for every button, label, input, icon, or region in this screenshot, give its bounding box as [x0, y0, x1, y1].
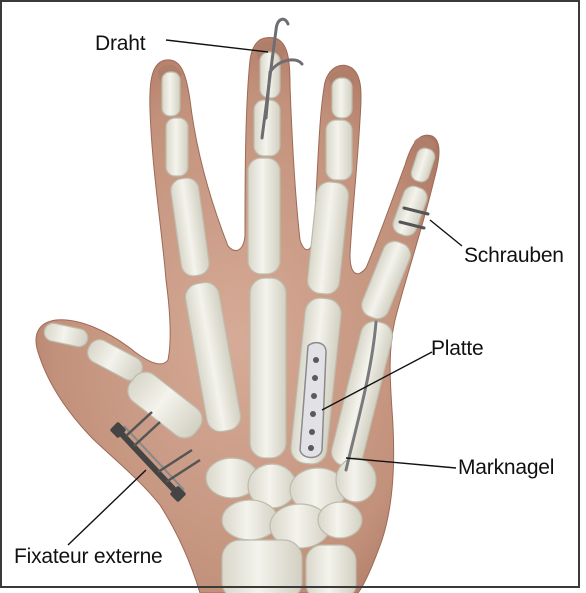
- label-plate: Platte: [431, 337, 484, 361]
- label-fixator: Fixateur externe: [14, 545, 163, 569]
- leader-line-wire: [166, 40, 268, 52]
- label-nail: Marknagel: [458, 456, 554, 480]
- label-screws: Schrauben: [464, 244, 564, 268]
- leader-line-fixator: [68, 470, 146, 545]
- label-wire: Draht: [95, 32, 145, 56]
- carpal-bones: [206, 458, 376, 593]
- leader-line-screws: [430, 220, 462, 246]
